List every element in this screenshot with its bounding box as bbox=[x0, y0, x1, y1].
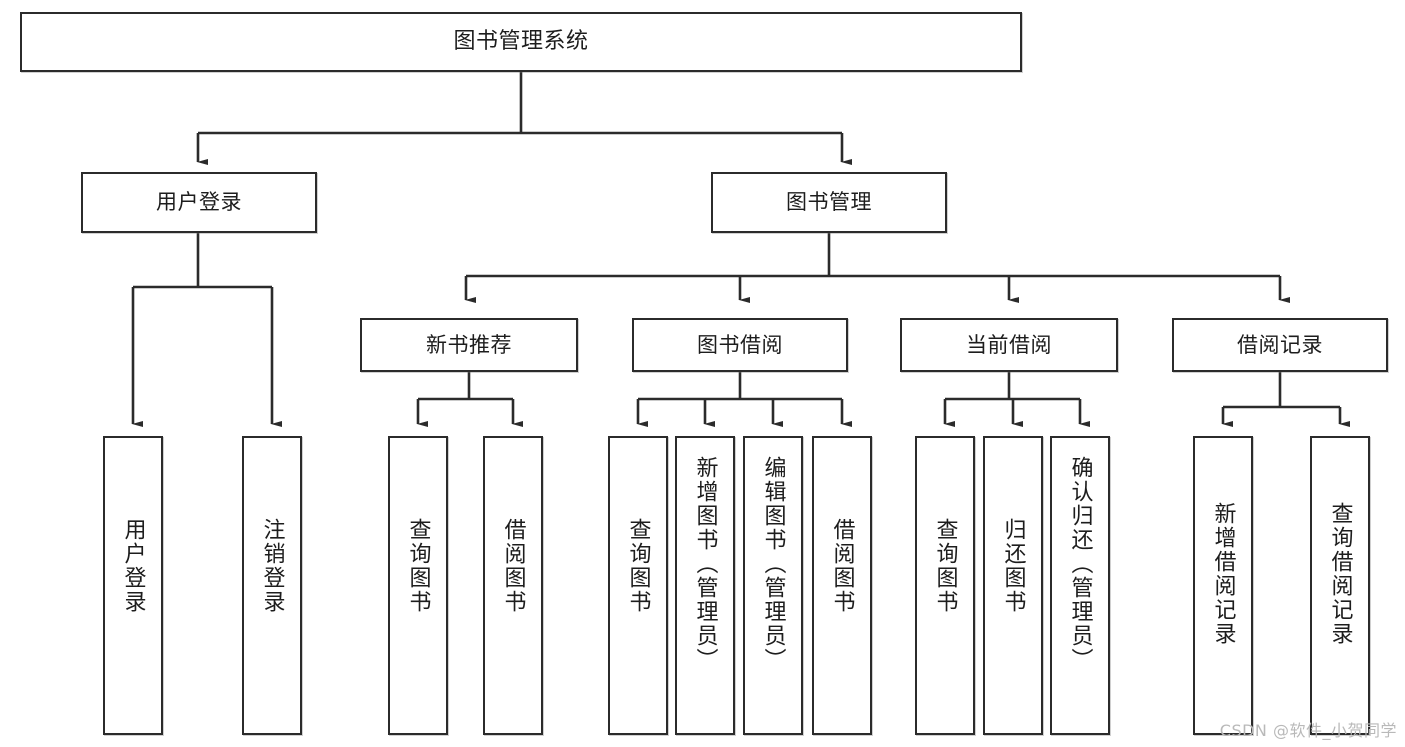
leaf-borrow-book-2[interactable]: 借阅图书 bbox=[812, 436, 872, 735]
node-label: 查询图书 bbox=[625, 518, 651, 614]
leaf-add-book[interactable]: 新增图书（管理员） bbox=[675, 436, 735, 735]
node-label: 新增图书（管理员） bbox=[692, 456, 718, 672]
csdn-watermark: CSDN @软件_小贺同学 bbox=[1219, 721, 1397, 740]
leaf-return-book[interactable]: 归还图书 bbox=[983, 436, 1043, 735]
leaf-borrow-book-1[interactable]: 借阅图书 bbox=[483, 436, 543, 735]
node-label: 当前借阅 bbox=[966, 332, 1052, 357]
node-label: 查询图书 bbox=[932, 518, 958, 614]
node-current-borrow[interactable]: 当前借阅 bbox=[900, 318, 1118, 372]
leaf-user-login[interactable]: 用户登录 bbox=[103, 436, 163, 735]
node-label: 查询图书 bbox=[405, 518, 431, 614]
node-label: 新增借阅记录 bbox=[1210, 502, 1236, 646]
leaf-confirm-return[interactable]: 确认归还（管理员） bbox=[1050, 436, 1110, 735]
node-borrow-record[interactable]: 借阅记录 bbox=[1172, 318, 1388, 372]
node-root-system[interactable]: 图书管理系统 bbox=[20, 12, 1022, 72]
node-label: 借阅图书 bbox=[500, 518, 526, 614]
leaf-query-borrow-record[interactable]: 查询借阅记录 bbox=[1310, 436, 1370, 735]
node-book-borrow[interactable]: 图书借阅 bbox=[632, 318, 848, 372]
node-label: 用户登录 bbox=[120, 518, 146, 614]
node-label: 图书管理系统 bbox=[453, 29, 589, 55]
node-label: 图书管理 bbox=[786, 190, 872, 215]
node-user-login[interactable]: 用户登录 bbox=[81, 172, 317, 233]
leaf-logout-login[interactable]: 注销登录 bbox=[242, 436, 302, 735]
node-label: 归还图书 bbox=[1000, 518, 1026, 614]
node-label: 图书借阅 bbox=[697, 332, 783, 357]
leaf-add-borrow-record[interactable]: 新增借阅记录 bbox=[1193, 436, 1253, 735]
node-new-book-recommend[interactable]: 新书推荐 bbox=[360, 318, 578, 372]
node-label: 查询借阅记录 bbox=[1327, 502, 1353, 646]
node-label: 借阅图书 bbox=[829, 518, 855, 614]
leaf-query-book-1[interactable]: 查询图书 bbox=[388, 436, 448, 735]
node-label: 注销登录 bbox=[259, 518, 285, 614]
node-book-management[interactable]: 图书管理 bbox=[711, 172, 947, 233]
leaf-edit-book[interactable]: 编辑图书（管理员） bbox=[743, 436, 803, 735]
leaf-query-book-2[interactable]: 查询图书 bbox=[608, 436, 668, 735]
node-label: 借阅记录 bbox=[1237, 332, 1323, 357]
leaf-query-book-3[interactable]: 查询图书 bbox=[915, 436, 975, 735]
node-label: 新书推荐 bbox=[426, 332, 512, 357]
node-label: 确认归还（管理员） bbox=[1067, 456, 1093, 672]
node-label: 用户登录 bbox=[156, 190, 242, 215]
node-label: 编辑图书（管理员） bbox=[760, 456, 786, 672]
